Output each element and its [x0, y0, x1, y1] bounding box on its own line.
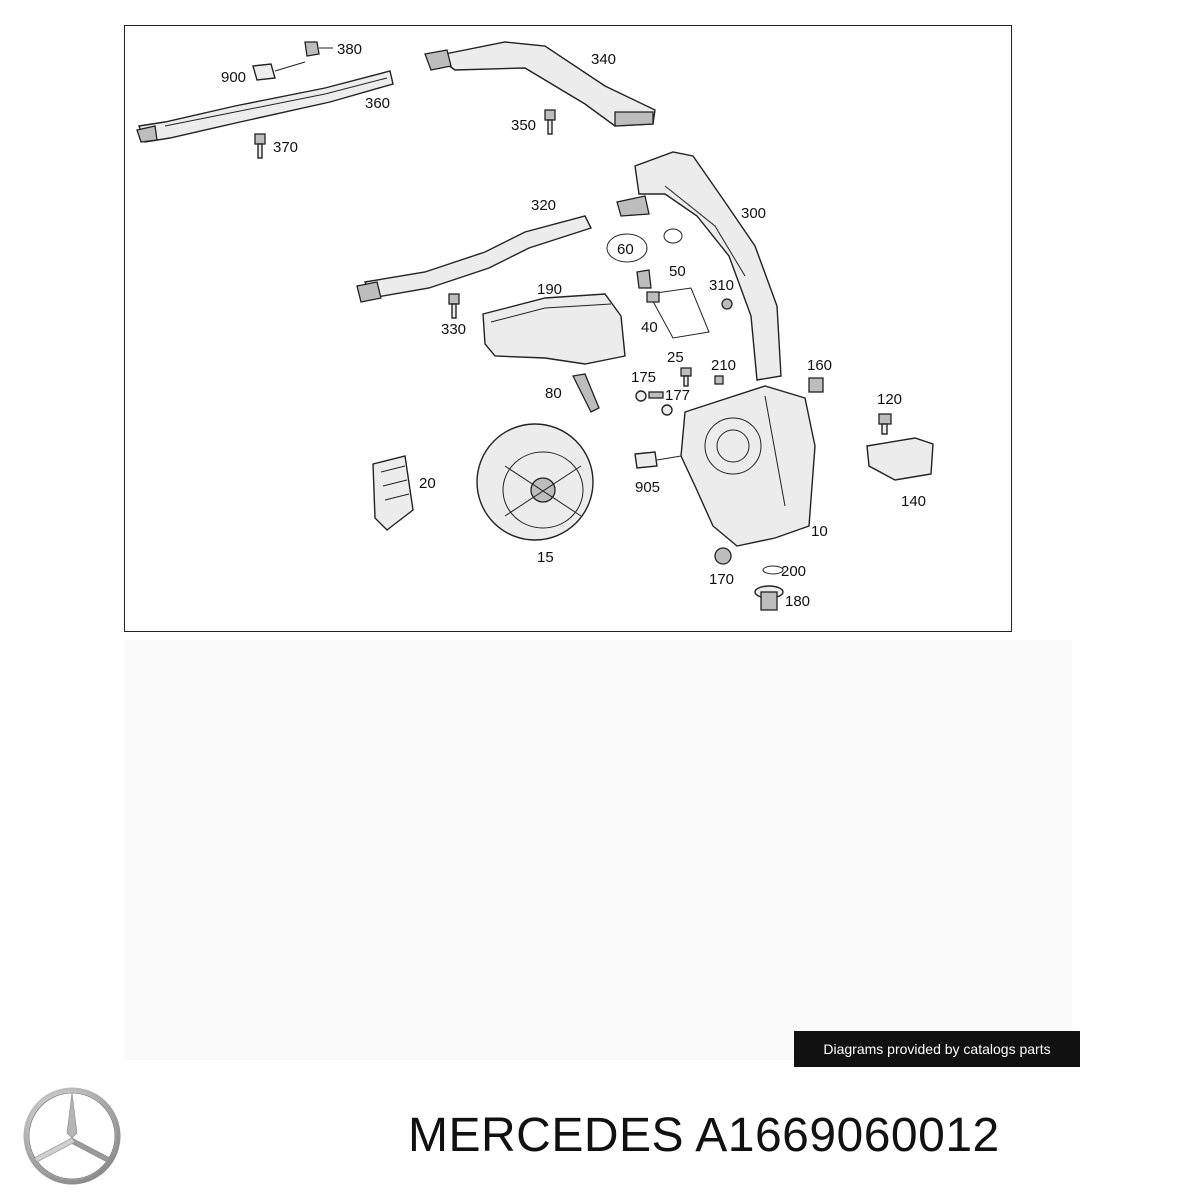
label-200: 200	[781, 563, 806, 580]
label-180: 180	[785, 593, 810, 610]
label-340: 340	[591, 51, 616, 68]
label-170: 170	[709, 571, 734, 588]
mercedes-star-icon	[23, 1087, 121, 1185]
label-330: 330	[441, 321, 466, 338]
parts-diagram: 380 900 360 370 340 350 300 320 60 50 31…	[124, 25, 1012, 632]
label-25: 25	[667, 349, 684, 366]
diagram-credit-badge: Diagrams provided by catalogs parts	[794, 1031, 1080, 1067]
part-300-duct	[616, 151, 782, 381]
label-50: 50	[669, 263, 686, 280]
label-310: 310	[709, 277, 734, 294]
part-number: A1669060012	[695, 1109, 1000, 1162]
part-40-bracket	[646, 287, 710, 339]
part-310-screw	[721, 298, 733, 310]
label-210: 210	[711, 357, 736, 374]
part-210-screw	[714, 375, 724, 385]
part-340-duct	[424, 41, 656, 127]
part-180-grommet	[754, 585, 784, 611]
label-40: 40	[641, 319, 658, 336]
label-360: 360	[365, 95, 390, 112]
part-140-cover	[866, 437, 934, 481]
label-60: 60	[617, 241, 634, 258]
label-80: 80	[545, 385, 562, 402]
part-10-blower-housing	[680, 385, 816, 547]
part-370-bolt	[254, 133, 266, 159]
label-15: 15	[537, 549, 554, 566]
part-360-duct	[136, 70, 394, 143]
part-50-clip	[636, 269, 652, 289]
part-25-screw	[680, 367, 692, 387]
label-190: 190	[537, 281, 562, 298]
credit-text: Diagrams provided by catalogs parts	[823, 1041, 1051, 1057]
label-350: 350	[511, 117, 536, 134]
part-320-duct	[356, 215, 592, 303]
label-905: 905	[635, 479, 660, 496]
exploded-parts-drawing: 380 900 360 370 340 350 300 320 60 50 31…	[136, 41, 934, 611]
label-140: 140	[901, 493, 926, 510]
part-title: MERCEDES A1669060012	[408, 1108, 1000, 1163]
part-160-nut	[808, 377, 824, 393]
label-10: 10	[811, 523, 828, 540]
label-177: 177	[665, 387, 690, 404]
label-320: 320	[531, 197, 556, 214]
part-380-clip	[304, 41, 333, 57]
brand-name: MERCEDES	[408, 1109, 685, 1162]
part-905-connector	[634, 451, 682, 469]
part-20-resistor	[372, 455, 414, 531]
part-190-filter-cover	[482, 293, 626, 365]
label-380: 380	[337, 41, 362, 58]
label-20: 20	[419, 475, 436, 492]
part-60-oring	[606, 228, 683, 263]
label-160: 160	[807, 357, 832, 374]
label-120: 120	[877, 391, 902, 408]
part-350-bolt	[544, 109, 556, 135]
part-120-bolt	[878, 413, 892, 435]
label-175: 175	[631, 369, 656, 386]
part-330-bolt	[448, 293, 460, 319]
part-15-blower-motor	[476, 423, 594, 541]
blank-panel	[124, 640, 1072, 1060]
part-200-washer	[762, 565, 784, 575]
label-300: 300	[741, 205, 766, 222]
part-175-177-screws	[635, 390, 673, 416]
label-900: 900	[221, 69, 246, 86]
part-80-sensor	[572, 373, 600, 413]
part-900-connector	[252, 61, 306, 81]
label-370: 370	[273, 139, 298, 156]
part-170-nut	[714, 547, 732, 565]
